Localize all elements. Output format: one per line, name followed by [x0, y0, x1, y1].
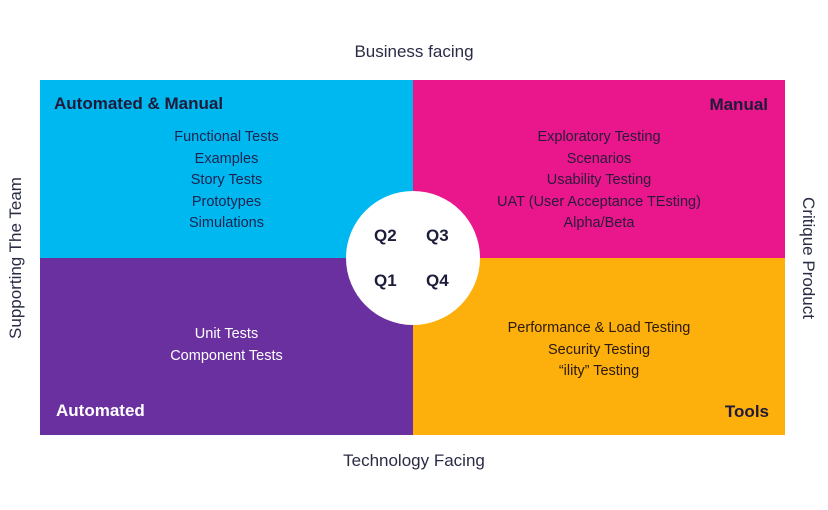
list-item: Functional Tests [174, 129, 279, 145]
axis-label-critique-product: Critique Product [799, 197, 818, 319]
quadrant-label-q1: Q1 [374, 271, 397, 290]
list-item: “ility” Testing [558, 363, 640, 379]
list-item: Prototypes [191, 193, 262, 210]
quadrant-label-q3: Q3 [426, 226, 449, 245]
list-item: Examples [194, 150, 259, 167]
quadrant-label-q2: Q2 [374, 226, 397, 245]
list-item: Unit Tests [194, 326, 259, 342]
quadrant-center-circle: Q2 Q3 Q1 Q4 [346, 191, 480, 325]
quadrant-title: Automated [56, 401, 145, 420]
list-item: Scenarios [566, 150, 632, 167]
axis-label-technology-facing: Technology Facing [343, 451, 485, 470]
list-item: Exploratory Testing [537, 129, 661, 145]
axis-label-supporting-the-team: Supporting The Team [6, 177, 25, 339]
list-item: Component Tests [170, 347, 283, 364]
list-item: Security Testing [547, 341, 651, 358]
quadrant-title: Automated & Manual [54, 94, 224, 113]
list-item: Performance & Load Testing [507, 320, 691, 336]
list-item: UAT (User Acceptance TEsting) [497, 193, 701, 210]
list-item: Simulations [189, 215, 264, 231]
quadrant-title: Manual [709, 95, 768, 114]
quadrant-label-q4: Q4 [426, 271, 449, 290]
list-item: Usability Testing [546, 172, 652, 188]
list-item: Alpha/Beta [563, 215, 635, 231]
list-item: Story Tests [190, 172, 263, 188]
quadrant-title: Tools [724, 402, 769, 421]
axis-label-business-facing: Business facing [354, 42, 474, 61]
